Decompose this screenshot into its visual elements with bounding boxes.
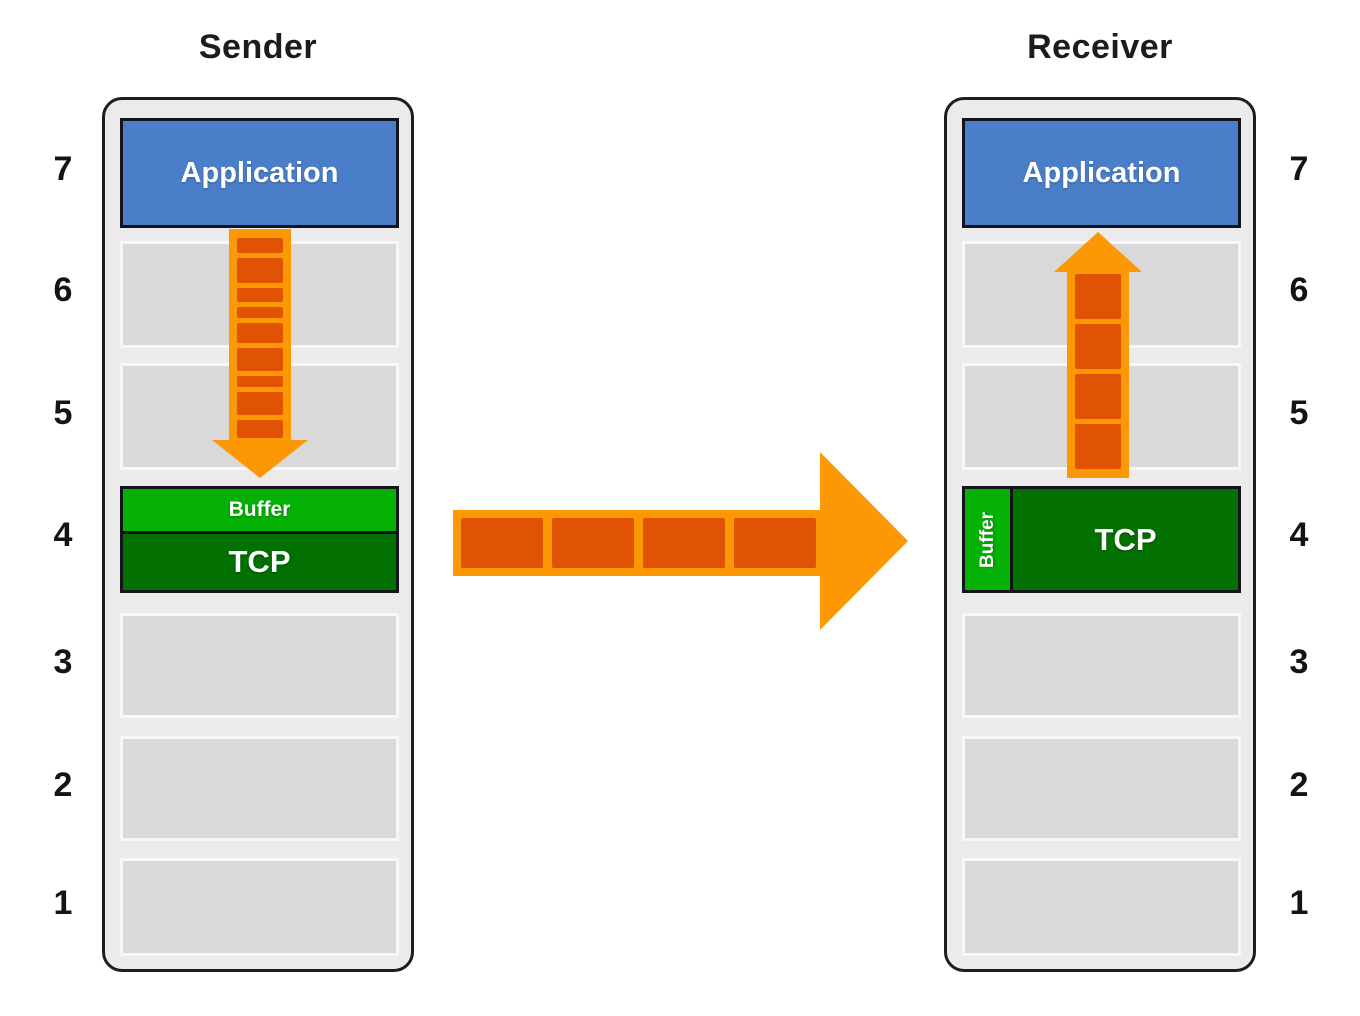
receiver-layer-number-5: 5	[1289, 394, 1309, 432]
receiver-application-label: Application	[1022, 156, 1181, 189]
packet-segment	[1075, 424, 1121, 469]
packet-segment	[237, 307, 283, 318]
packet-segment	[552, 518, 634, 568]
sender-application-layer: Application	[120, 118, 399, 228]
receiver-layer-number-3: 3	[1289, 643, 1309, 681]
sender-title: Sender	[198, 28, 318, 66]
receiver-layer-1	[962, 858, 1241, 956]
up-arrowhead-icon	[1054, 232, 1142, 272]
up-arrow-icon	[1067, 272, 1129, 478]
packet-segment	[237, 288, 283, 302]
sender-layer-number-7: 7	[53, 150, 73, 188]
receiver-layer-3	[962, 613, 1241, 718]
sender-tcp-box: TCP	[123, 534, 396, 590]
sender-layer-number-4: 4	[53, 516, 73, 554]
right-arrow-icon	[453, 510, 820, 576]
sender-layer-3	[120, 613, 399, 718]
sender-layer-number-5: 5	[53, 394, 73, 432]
receiver-layer-number-2: 2	[1289, 766, 1309, 804]
down-arrow-icon	[229, 229, 291, 440]
sender-tcp-label: TCP	[228, 544, 291, 579]
receiver-layer-number-6: 6	[1289, 271, 1309, 309]
packet-segment	[237, 323, 283, 343]
down-arrowhead-icon	[212, 440, 308, 478]
sender-layer-number-2: 2	[53, 766, 73, 804]
sender-layer-number-3: 3	[53, 643, 73, 681]
receiver-layer-number-1: 1	[1289, 884, 1309, 922]
sender-layer-number-1: 1	[53, 884, 73, 922]
packet-segment	[237, 376, 283, 387]
receiver-tcp-box: TCP	[1013, 489, 1238, 590]
receiver-layer-2	[962, 736, 1241, 841]
packet-segment	[1075, 274, 1121, 319]
packet-segment	[1075, 374, 1121, 419]
packet-segment	[734, 518, 816, 568]
packet-segment	[1075, 324, 1121, 369]
receiver-tcp-label: TCP	[1094, 521, 1157, 557]
packet-segment	[237, 392, 283, 415]
sender-application-label: Application	[180, 156, 339, 189]
sender-buffer-label: Buffer	[228, 498, 291, 521]
packet-segment	[237, 258, 283, 283]
receiver-protocol-stack: Application Buffer TCP	[944, 97, 1256, 972]
right-arrowhead-icon	[820, 452, 908, 630]
sender-layer-number-6: 6	[53, 271, 73, 309]
packet-segment	[643, 518, 725, 568]
receiver-layer-number-7: 7	[1289, 150, 1309, 188]
sender-layer-2	[120, 736, 399, 841]
receiver-layer-number-4: 4	[1289, 516, 1309, 554]
packet-segment	[237, 420, 283, 438]
sender-buffer-box: Buffer	[123, 489, 396, 534]
receiver-application-layer: Application	[962, 118, 1241, 228]
sender-tcp-layer: Buffer TCP	[120, 486, 399, 593]
receiver-buffer-label: Buffer	[976, 511, 998, 568]
receiver-title: Receiver	[1027, 28, 1173, 66]
sender-layer-1	[120, 858, 399, 956]
packet-segment	[461, 518, 543, 568]
packet-segment	[237, 348, 283, 371]
packet-segment	[237, 238, 283, 253]
receiver-buffer-box: Buffer	[965, 489, 1013, 590]
receiver-tcp-layer: Buffer TCP	[962, 486, 1241, 593]
